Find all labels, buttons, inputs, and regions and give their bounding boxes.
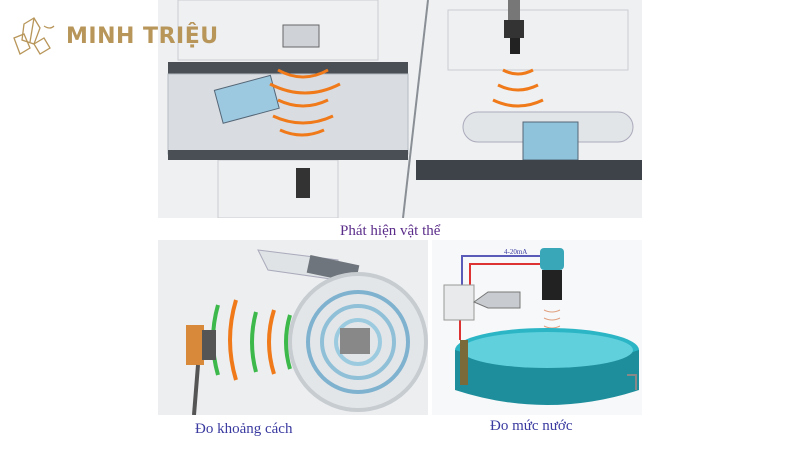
crystal-logo-icon (13, 17, 55, 55)
caption-water-level: Đo mức nước (490, 418, 573, 434)
object-detection-illustration (158, 0, 642, 218)
caption-object-detection: Phát hiện vật thể (340, 223, 441, 239)
caption-distance: Đo khoảng cách (195, 421, 293, 437)
signal-label: 4-20mA (504, 248, 527, 256)
brand-logo: MINH TRIỆU (10, 14, 219, 58)
brand-name: MINH TRIỆU (66, 23, 219, 49)
water-level-illustration: 4-20mA (432, 240, 642, 415)
distance-measurement-illustration (158, 240, 428, 415)
